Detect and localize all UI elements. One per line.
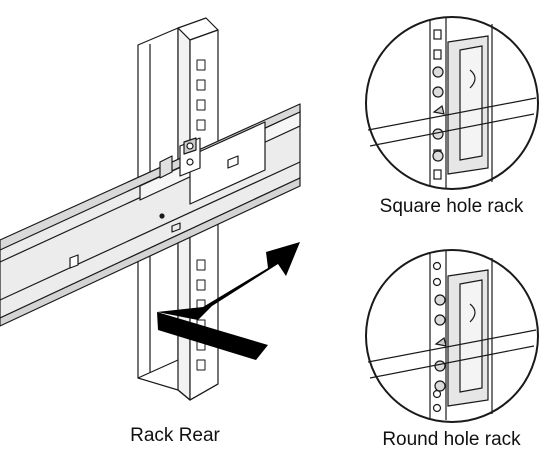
rack-rear-illustration (0, 17, 301, 401)
round-hole-detail (365, 249, 539, 423)
round-hole-rack-caption: Round hole rack (382, 429, 521, 450)
rack-rear-caption: Rack Rear (130, 425, 220, 446)
square-hole-detail (365, 16, 539, 190)
slide-rail (0, 103, 301, 327)
rack-post (137, 17, 219, 401)
direction-arrow (157, 242, 300, 360)
square-holes (196, 59, 206, 371)
square-hole-rack-caption: Square hole rack (379, 196, 524, 217)
